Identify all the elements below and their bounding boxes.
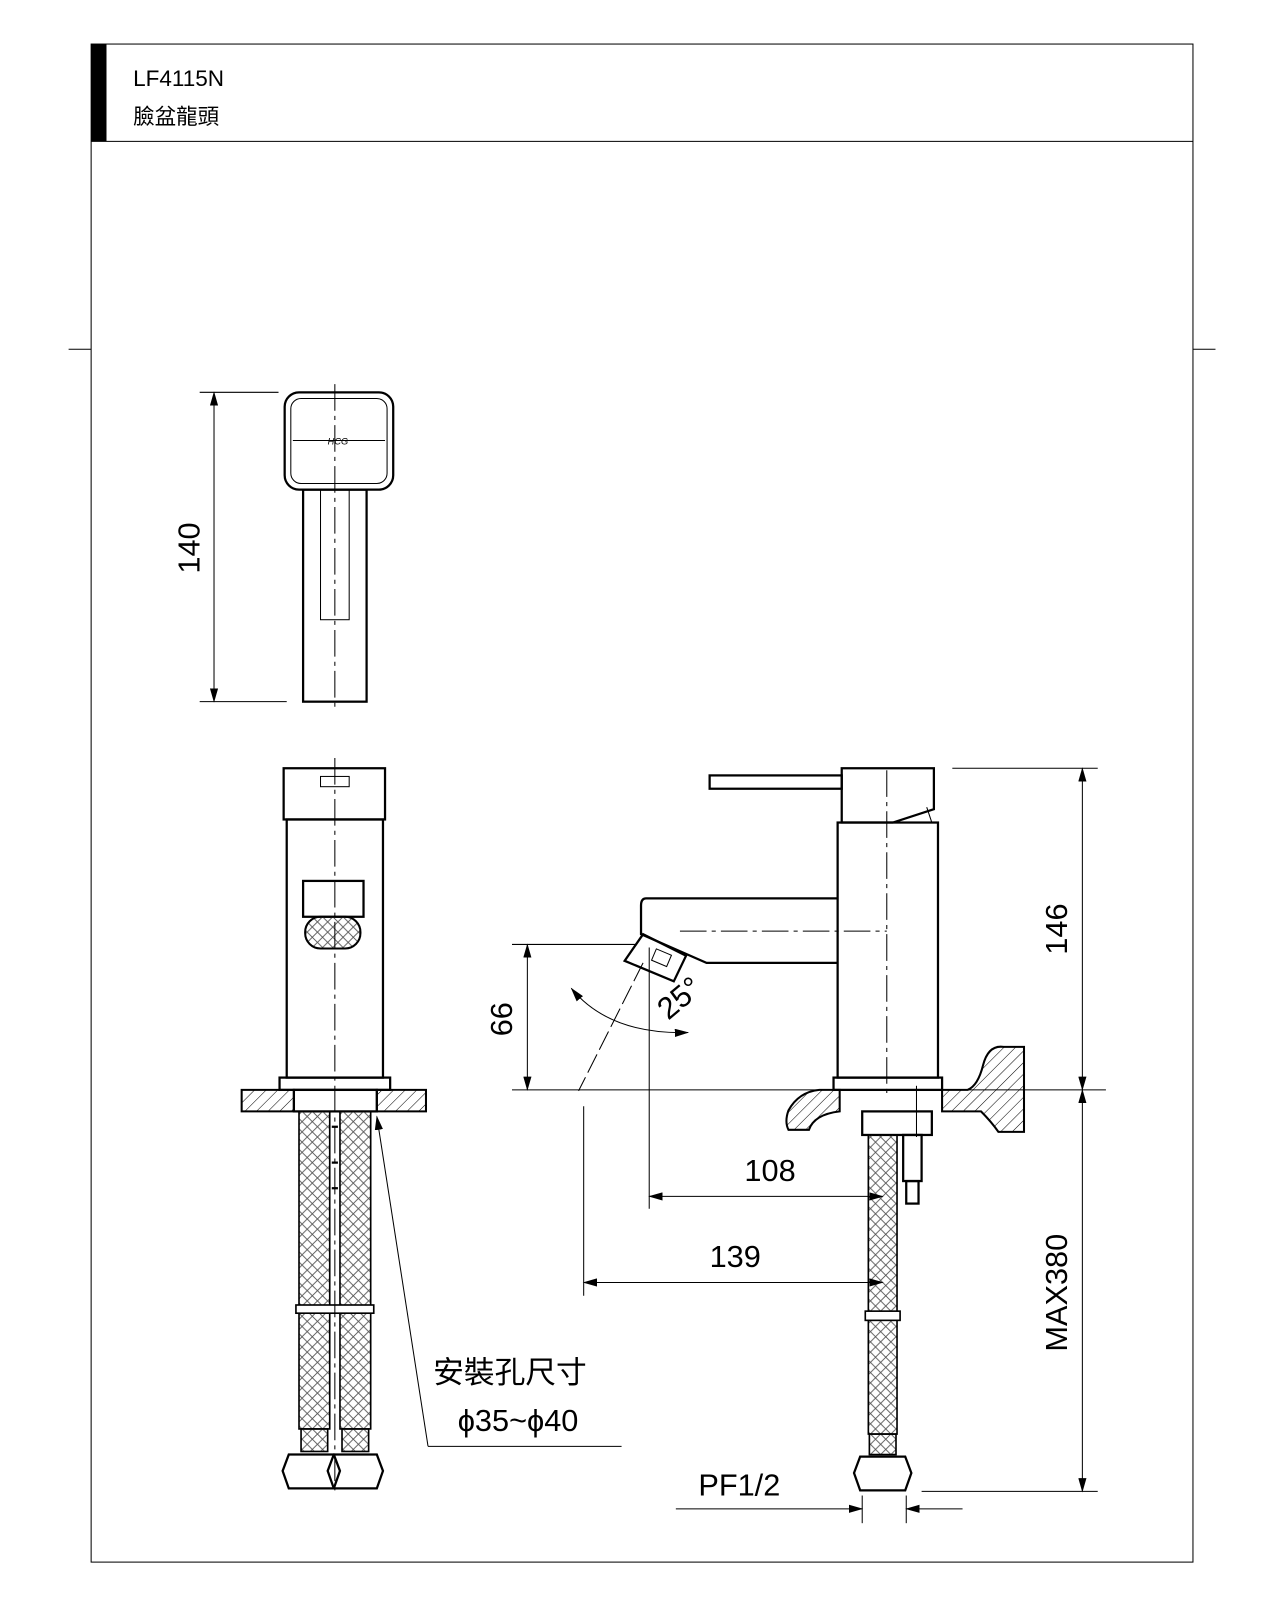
dim-140: 140 <box>172 522 207 573</box>
dim-146: 146 <box>1039 903 1074 954</box>
dim-139: 139 <box>710 1239 761 1274</box>
front-view <box>240 758 622 1496</box>
side-view <box>512 767 1106 1524</box>
dim-max380: MAX380 <box>1039 1234 1074 1352</box>
dim-66: 66 <box>484 1002 519 1036</box>
model-number: LF4115N <box>133 66 224 91</box>
dim-108: 108 <box>744 1153 795 1188</box>
top-view <box>199 384 395 712</box>
install-hole-size: ϕ35~ϕ40 <box>458 1403 579 1438</box>
brand-logo: HCG <box>328 437 348 447</box>
dim-angle-25: 25° <box>650 970 708 1027</box>
product-name: 臉盆龍頭 <box>133 105 219 129</box>
drawing-frame <box>68 43 1216 1563</box>
connection-thread: PF1/2 <box>698 1468 780 1503</box>
install-hole-label: 安裝孔尺寸 <box>433 1355 587 1390</box>
